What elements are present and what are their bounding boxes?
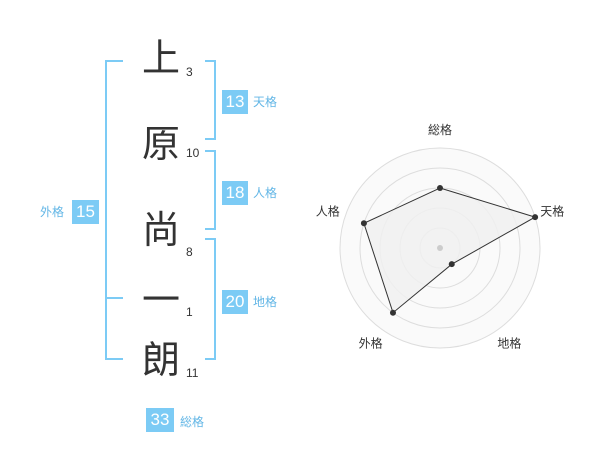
chikaku-value: 20 [222, 290, 248, 314]
name-char-4: 一 [141, 278, 180, 322]
name-char-5: 朗 [141, 338, 180, 382]
radar-center-point [437, 245, 443, 251]
tenkaku-label: 天格 [253, 95, 278, 109]
soukaku-value: 33 [146, 408, 174, 432]
stroke-count-5: 11 [186, 366, 199, 380]
radar-point-3 [448, 261, 455, 268]
soukaku-label: 総格 [180, 415, 205, 429]
radar-axis-label-3: 地格 [497, 335, 521, 350]
radar-axis-label-5: 人格 [316, 204, 340, 219]
radar-axis-label-2: 天格 [540, 204, 564, 219]
radar-data-polygon [363, 187, 537, 314]
stroke-count-3: 8 [186, 245, 193, 259]
gaikaku-value: 15 [72, 200, 99, 224]
stroke-count-2: 10 [186, 146, 200, 160]
radar-ring-5 [339, 147, 541, 349]
radar-ring-4 [359, 167, 521, 329]
jinkaku-value: 18 [222, 181, 248, 205]
stroke-count-1: 3 [186, 65, 193, 79]
chikaku-label: 地格 [253, 295, 278, 309]
name-char-2: 原 [141, 122, 180, 166]
name-char-3: 尚 [141, 208, 180, 252]
tenkaku-value: 13 [222, 90, 248, 114]
radar-point-1 [437, 185, 443, 191]
radar-point-2 [532, 214, 539, 221]
gaikaku-label: 外格 [40, 205, 65, 219]
radar-axis-label-4: 外格 [359, 335, 383, 350]
stroke-count-4: 1 [186, 305, 193, 319]
jinkaku-label: 人格 [253, 186, 278, 200]
radar-point-5 [360, 220, 367, 227]
name-char-1: 上 [141, 36, 180, 80]
radar-axis-label-1: 総格 [428, 122, 452, 137]
radar-point-4 [389, 309, 396, 316]
